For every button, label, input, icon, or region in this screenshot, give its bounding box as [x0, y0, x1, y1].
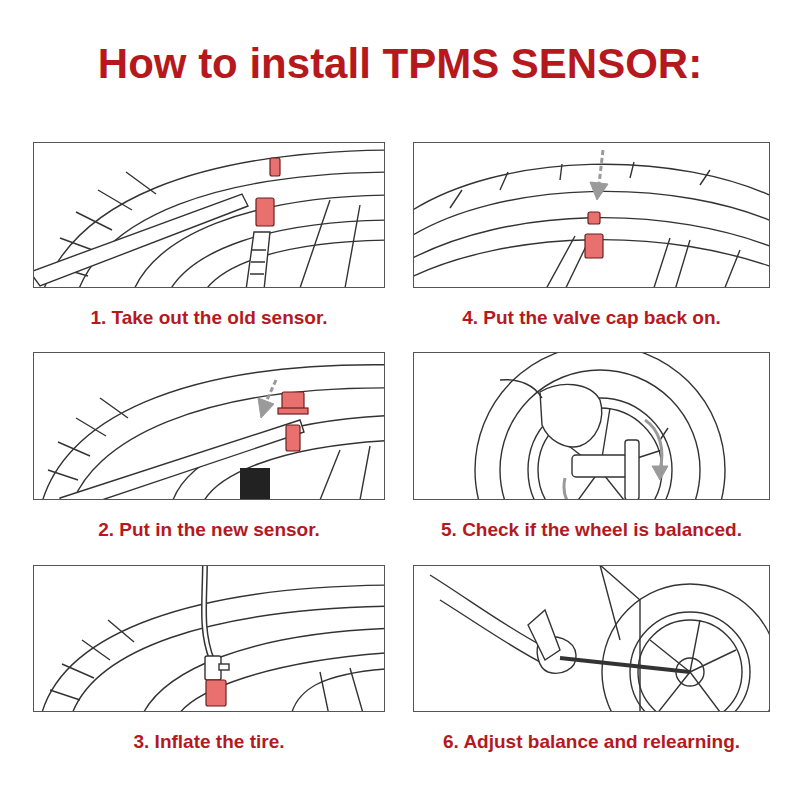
valve-cap-art [413, 150, 770, 288]
step-caption: 5. Check if the wheel is balanced. [384, 519, 799, 541]
insert-sensor-art [40, 365, 385, 500]
step-caption: 4. Put the valve cap back on. [384, 307, 799, 329]
step-panel: 2. Put in the new sensor. [33, 352, 385, 500]
step-panel: 4. Put the valve cap back on. [413, 142, 770, 288]
step-caption: 3. Inflate the tire. [4, 731, 414, 753]
inflate-tire-art [40, 565, 385, 712]
step-panel: 6. Adjust balance and relearning. [413, 565, 770, 712]
step-panel: 1. Take out the old sensor. [33, 142, 385, 288]
balance-check-art [475, 352, 725, 500]
step-panel: 3. Inflate the tire. [33, 565, 385, 712]
page-title: How to install TPMS SENSOR: [0, 40, 800, 88]
balance-adjust-art [430, 565, 770, 712]
step-caption: 2. Put in the new sensor. [4, 519, 414, 541]
remove-sensor-art [33, 150, 385, 288]
step-caption: 1. Take out the old sensor. [4, 307, 414, 329]
step-caption: 6. Adjust balance and relearning. [384, 731, 799, 753]
step-panel: 5. Check if the wheel is balanced. [413, 352, 770, 500]
